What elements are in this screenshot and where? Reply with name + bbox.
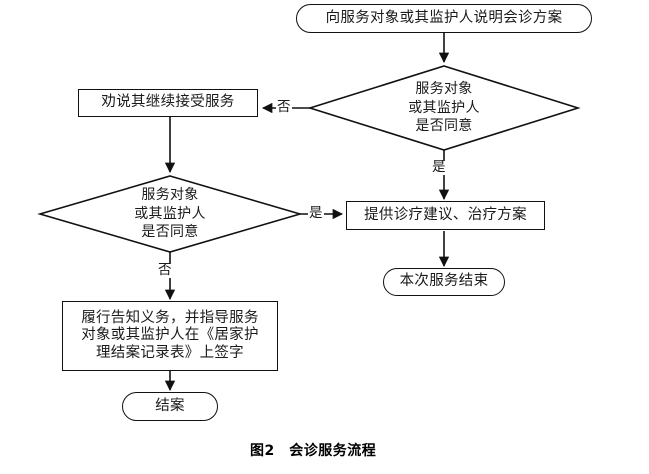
- node-notify-label: 履行告知义务，并指导服务 对象或其监护人在《居家护 理结案记录表》上签字: [81, 310, 259, 361]
- node-persuade: 劝说其继续接受服务: [78, 89, 258, 117]
- edge-label-bottom-yes: 是: [308, 205, 324, 221]
- edge-label-bottom-no: 否: [157, 262, 173, 278]
- node-case-closed: 结案: [122, 392, 218, 421]
- node-notify: 履行告知义务，并指导服务 对象或其监护人在《居家护 理结案记录表》上签字: [62, 301, 278, 371]
- node-start: 向服务对象或其监护人说明会诊方案: [296, 4, 592, 33]
- node-start-label: 向服务对象或其监护人说明会诊方案: [325, 9, 563, 26]
- edge-label-top-yes: 是: [431, 159, 447, 175]
- node-advice-label: 提供诊疗建议、治疗方案: [364, 206, 527, 223]
- node-persuade-label: 劝说其继续接受服务: [101, 94, 235, 111]
- node-service-end-label: 本次服务结束: [399, 273, 489, 290]
- decision-bottom-shape: [37, 175, 303, 253]
- node-service-end: 本次服务结束: [383, 268, 505, 296]
- edge-label-top-no: 否: [276, 99, 292, 115]
- node-advice: 提供诊疗建议、治疗方案: [346, 201, 545, 230]
- node-case-closed-label: 结案: [155, 397, 185, 414]
- decision-top-shape: [307, 65, 581, 151]
- figure-caption: 图2 会诊服务流程: [250, 443, 377, 459]
